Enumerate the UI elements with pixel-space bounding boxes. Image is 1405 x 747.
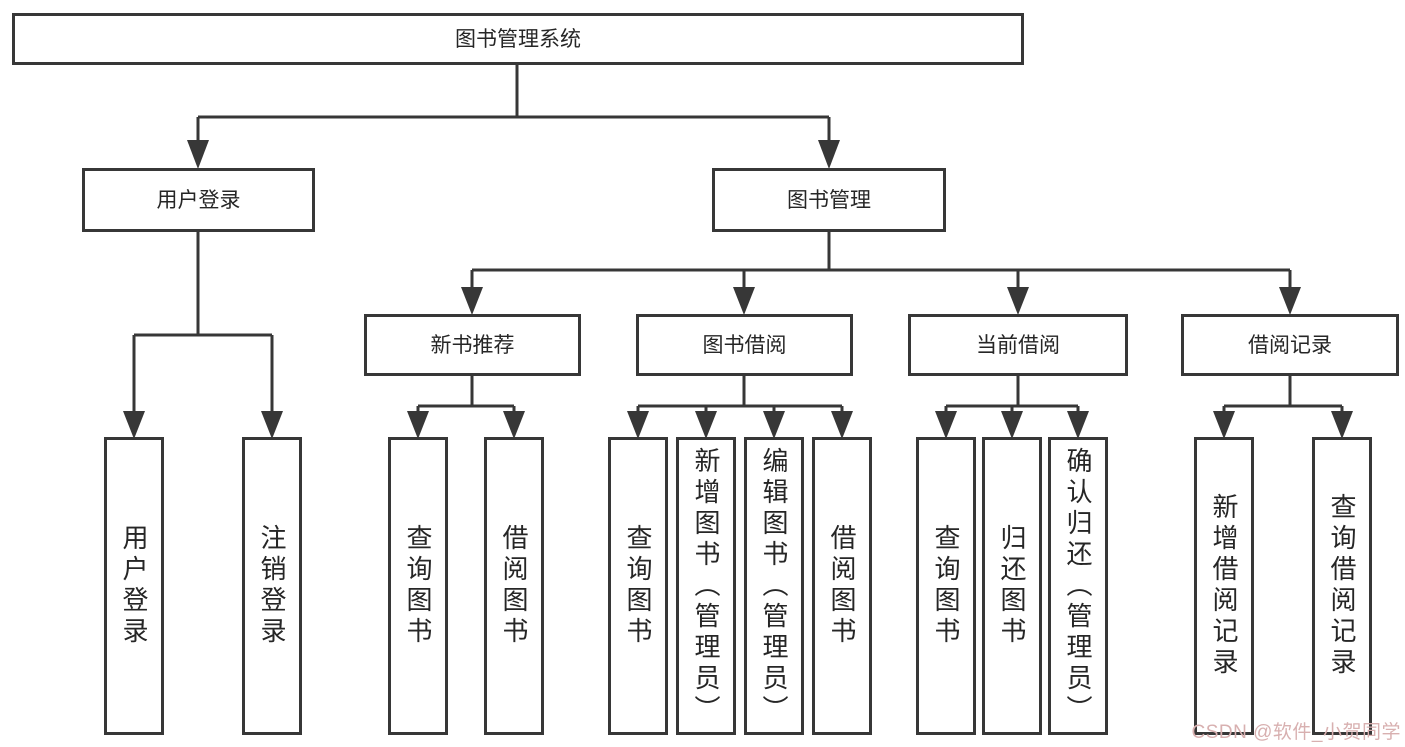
leaf-label: 借阅图书 bbox=[827, 524, 857, 648]
leaf-label: 借阅图书 bbox=[499, 524, 529, 648]
leaf-label: 确认归还（管理员） bbox=[1063, 446, 1093, 726]
leaf-edit-books-admin: 编辑图书（管理员） bbox=[744, 437, 804, 735]
csdn-watermark: CSDN @软件_小贺同学 bbox=[1191, 722, 1401, 743]
node-label: 新书推荐 bbox=[430, 333, 515, 357]
leaf-query-books-borrow: 查询图书 bbox=[608, 437, 668, 735]
leaf-user-login: 用户登录 bbox=[104, 437, 164, 735]
leaf-label: 归还图书 bbox=[997, 524, 1027, 648]
leaf-label: 新增图书（管理员） bbox=[691, 446, 721, 726]
leaf-add-borrow-record: 新增借阅记录 bbox=[1194, 437, 1254, 735]
leaf-label: 查询图书 bbox=[623, 524, 653, 648]
leaf-label: 编辑图书（管理员） bbox=[759, 446, 789, 726]
node-current-borrowing: 当前借阅 bbox=[908, 314, 1128, 376]
node-label: 当前借阅 bbox=[976, 333, 1060, 357]
leaf-query-borrow-record: 查询借阅记录 bbox=[1312, 437, 1372, 735]
node-borrowing-records: 借阅记录 bbox=[1181, 314, 1399, 376]
leaf-confirm-return-admin: 确认归还（管理员） bbox=[1048, 437, 1108, 735]
leaf-label: 注销登录 bbox=[257, 524, 287, 648]
node-book-management: 图书管理 bbox=[712, 168, 946, 232]
leaf-label: 查询图书 bbox=[403, 524, 433, 648]
node-user-login: 用户登录 bbox=[82, 168, 315, 232]
node-label: 用户登录 bbox=[156, 188, 241, 212]
tree-edges bbox=[132, 65, 1344, 415]
leaf-borrow-books-borrow: 借阅图书 bbox=[812, 437, 872, 735]
node-label: 图书管理 bbox=[787, 188, 871, 212]
node-new-book-recommendation: 新书推荐 bbox=[364, 314, 581, 376]
leaf-query-books-newbook: 查询图书 bbox=[388, 437, 448, 735]
leaf-query-books-current: 查询图书 bbox=[916, 437, 976, 735]
node-label: 图书管理系统 bbox=[455, 27, 581, 51]
node-library-management-system: 图书管理系统 bbox=[12, 13, 1024, 65]
node-label: 借阅记录 bbox=[1248, 333, 1332, 357]
leaf-label: 查询图书 bbox=[931, 524, 961, 648]
leaf-label: 用户登录 bbox=[119, 524, 149, 648]
leaf-return-books: 归还图书 bbox=[982, 437, 1042, 735]
leaf-label: 新增借阅记录 bbox=[1209, 493, 1239, 679]
arrowheads bbox=[123, 140, 1353, 439]
leaf-add-books-admin: 新增图书（管理员） bbox=[676, 437, 736, 735]
node-book-borrowing: 图书借阅 bbox=[636, 314, 853, 376]
leaf-logout-login: 注销登录 bbox=[242, 437, 302, 735]
leaf-borrow-books-newbook: 借阅图书 bbox=[484, 437, 544, 735]
leaf-label: 查询借阅记录 bbox=[1327, 493, 1357, 679]
node-label: 图书借阅 bbox=[702, 333, 787, 357]
